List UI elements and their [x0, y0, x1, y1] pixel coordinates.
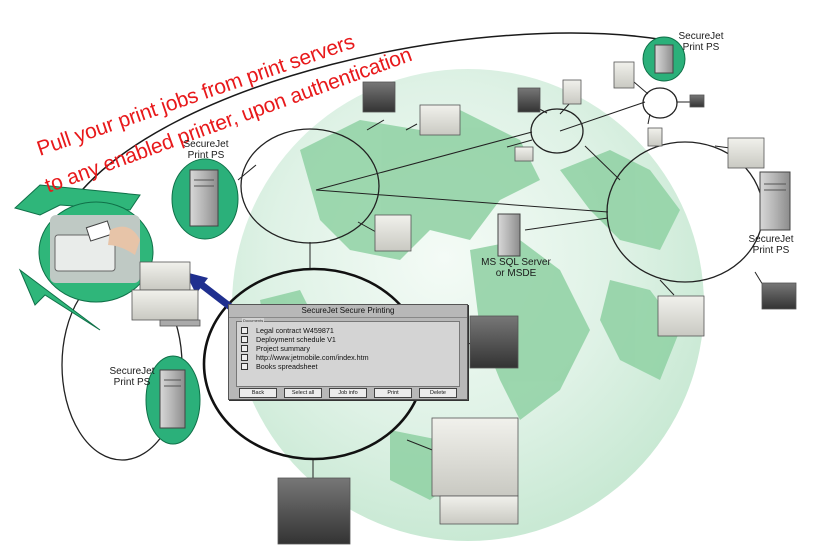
list-item[interactable]: Deployment schedule V1 — [241, 335, 336, 344]
server-upper-left — [171, 158, 239, 240]
network-links — [237, 81, 771, 478]
list-item[interactable]: Project summary — [241, 344, 310, 353]
printer-mfp-left — [131, 261, 201, 327]
checkbox[interactable] — [241, 344, 248, 352]
printer-top-6 — [689, 94, 705, 108]
printer-center — [374, 214, 412, 252]
printer-top-8 — [514, 146, 534, 162]
delete-button[interactable]: Delete — [419, 388, 457, 398]
card-reader-photo — [38, 201, 154, 303]
printer-top-3 — [517, 87, 541, 113]
ring-small-center — [530, 108, 584, 154]
printer-right-3 — [761, 282, 797, 310]
printer-right-1 — [727, 137, 765, 169]
printer-large-bottom — [431, 417, 519, 525]
checkbox[interactable] — [241, 335, 248, 343]
list-item[interactable]: Legal contract W459871 — [241, 326, 334, 335]
printer-top-2 — [419, 104, 461, 136]
checkbox[interactable] — [241, 353, 248, 361]
printer-right-2 — [657, 295, 705, 337]
server-right — [759, 171, 791, 231]
select-all-button[interactable]: Select all — [284, 388, 322, 398]
dialog-title: SecureJet Secure Printing — [229, 305, 467, 318]
ring-small-top — [642, 87, 678, 119]
printer-bottom — [277, 477, 351, 545]
printer-top-1 — [362, 81, 396, 113]
server-lower-left — [145, 355, 201, 445]
job-info-button[interactable]: Job info — [329, 388, 367, 398]
securejet-dialog: SecureJet Secure Printing Documents Lega… — [228, 304, 468, 400]
printer-top-5 — [613, 61, 635, 89]
ring-upper-left — [240, 128, 380, 244]
checkbox[interactable] — [241, 362, 248, 370]
document-list-header: Documents — [242, 318, 265, 323]
print-button[interactable]: Print — [374, 388, 412, 398]
database-server — [497, 213, 521, 257]
checkbox[interactable] — [241, 326, 248, 334]
server-top-right — [642, 36, 686, 82]
document-list[interactable]: Documents Legal contract W459871 Deploym… — [236, 318, 460, 387]
list-item[interactable]: Books spreadsheet — [241, 362, 318, 371]
top-connection-line — [69, 32, 666, 206]
printer-color — [469, 315, 519, 369]
list-item[interactable]: http://www.jetmobile.com/index.htm — [241, 353, 369, 362]
printer-top-4 — [562, 79, 582, 105]
printer-top-7 — [647, 127, 663, 147]
back-button[interactable]: Back — [239, 388, 277, 398]
